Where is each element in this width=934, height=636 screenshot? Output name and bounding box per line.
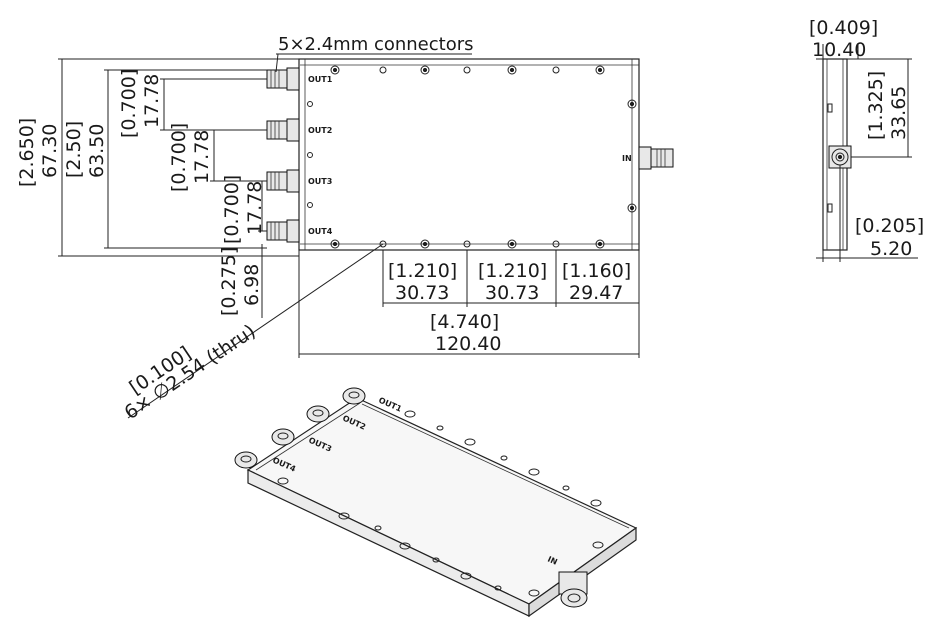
iso-screws	[277, 410, 604, 597]
screw-row-bottom	[330, 239, 605, 249]
iso-connector-in	[558, 571, 588, 608]
dim-pitch2-mm: 17.78	[191, 130, 213, 184]
connector-in	[638, 146, 674, 170]
dim-thickness-mm: 10.40	[812, 39, 866, 61]
dim-in-offset-in: [0.205]	[855, 215, 924, 237]
iso-connector-out2	[306, 405, 330, 423]
dim-hole-offset-mm: 6.98	[241, 264, 263, 306]
dim-hole-spacing-3-in: [1.160]	[562, 260, 631, 282]
dim-hole-spacing-3-mm: 29.47	[569, 282, 623, 304]
dim-port-span-mm: 63.50	[86, 124, 108, 178]
mounting-hole	[463, 240, 471, 248]
iso-connector-out1	[342, 387, 366, 405]
dim-overall-length-mm: 120.40	[435, 333, 501, 355]
dim-pitch3-in: [0.700]	[221, 175, 243, 244]
screw-row-top	[330, 65, 605, 75]
dim-hole-spacing-1-mm: 30.73	[395, 282, 449, 304]
port-label-out3: OUT3	[308, 177, 332, 186]
dim-in-offset-mm: 5.20	[870, 238, 912, 260]
dim-thickness-in: [0.409]	[809, 17, 878, 39]
top-view: OUT1 OUT2 OUT3 OUT4 IN 5×2.4mm connector…	[16, 34, 674, 424]
dim-hole-spacing-2-mm: 30.73	[485, 282, 539, 304]
dim-pitch3-mm: 17.78	[244, 181, 266, 235]
mounting-hole	[379, 240, 387, 248]
housing-outline	[298, 58, 640, 251]
connector-out1	[266, 67, 300, 91]
dim-in-height-mm: 33.65	[888, 86, 910, 140]
dim-pitch1-in: [0.700]	[118, 69, 140, 138]
mounting-hole	[552, 240, 560, 248]
dim-overall-height-in: [2.650]	[16, 118, 38, 187]
dim-pitch2-in: [0.700]	[168, 123, 190, 192]
iso-label-in: IN	[546, 555, 558, 567]
iso-connector-out4	[234, 451, 258, 469]
connector-out2	[266, 118, 300, 142]
dim-hole-offset-in: [0.275]	[218, 247, 240, 316]
dim-hole-spacing-2-in: [1.210]	[478, 260, 547, 282]
dim-pitch1-mm: 17.78	[141, 74, 163, 128]
port-label-out1: OUT1	[308, 75, 333, 84]
iso-connector-out3	[271, 428, 295, 446]
connectors-note: 5×2.4mm connectors	[278, 34, 474, 55]
port-label-out4: OUT4	[308, 227, 333, 236]
connector-out3	[266, 169, 300, 193]
isometric-view: OUT1 OUT2 OUT3 OUT4 IN	[234, 387, 638, 618]
dim-port-span-in: [2.50]	[63, 121, 85, 178]
dim-in-height-in: [1.325]	[865, 71, 887, 140]
connector-out4	[266, 219, 300, 243]
dim-hole-spacing-1-in: [1.210]	[388, 260, 457, 282]
port-label-out2: OUT2	[308, 126, 332, 135]
side-view: [0.409] 10.40 [1.325] 33.65 [0.205] 5.20	[809, 17, 924, 262]
dim-overall-height-mm: 67.30	[39, 124, 61, 178]
dim-overall-length-in: [4.740]	[430, 311, 499, 333]
port-label-in: IN	[622, 154, 632, 163]
